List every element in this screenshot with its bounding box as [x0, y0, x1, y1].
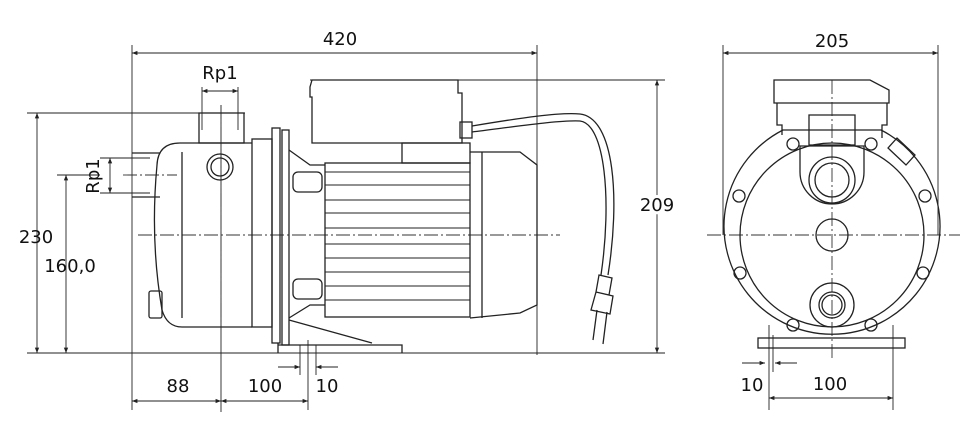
dim-rp1-side: Rp1: [83, 158, 113, 194]
dim-420: 420: [132, 29, 537, 56]
overall-length-label: 420: [323, 29, 357, 50]
axis-height-label: 160,0: [44, 256, 96, 277]
dim-100-front: 100: [769, 374, 893, 401]
dim-10-front: 10: [741, 360, 797, 396]
motor-height-label: 209: [640, 195, 674, 216]
dim-100-side: 100: [221, 376, 308, 404]
inlet-outlet-label: 88: [167, 376, 190, 397]
side-view: 420 Rp1 Rp1 230 160,0 209 88 100 10: [19, 29, 677, 412]
pump-volute: [132, 112, 252, 328]
pump-flange: [251, 127, 403, 353]
dim-88: 88: [132, 105, 222, 412]
pump-front: [723, 79, 941, 349]
dim-rp1-top: Rp1: [202, 63, 238, 94]
foot-width-label: 10: [316, 376, 339, 397]
dim-209: 209: [637, 80, 677, 353]
dim-205: 205: [723, 31, 938, 56]
dim-160: 160,0: [44, 175, 96, 353]
front-view: 205 10 100: [707, 31, 960, 410]
motor: [324, 142, 538, 319]
foot-spacing-label: 100: [813, 374, 847, 395]
overall-height-label: 230: [19, 227, 53, 248]
overall-width-label: 205: [815, 31, 849, 52]
dim-230: 230: [19, 113, 53, 353]
outlet-thread-label: Rp1: [202, 63, 237, 84]
power-cable: [471, 112, 615, 345]
inlet-thread-label: Rp1: [83, 158, 104, 193]
outlet-foot-label: 100: [248, 376, 282, 397]
terminal-box: [309, 79, 473, 144]
foot-hole-label: 10: [741, 375, 764, 396]
dim-10-side: 10: [278, 364, 339, 397]
